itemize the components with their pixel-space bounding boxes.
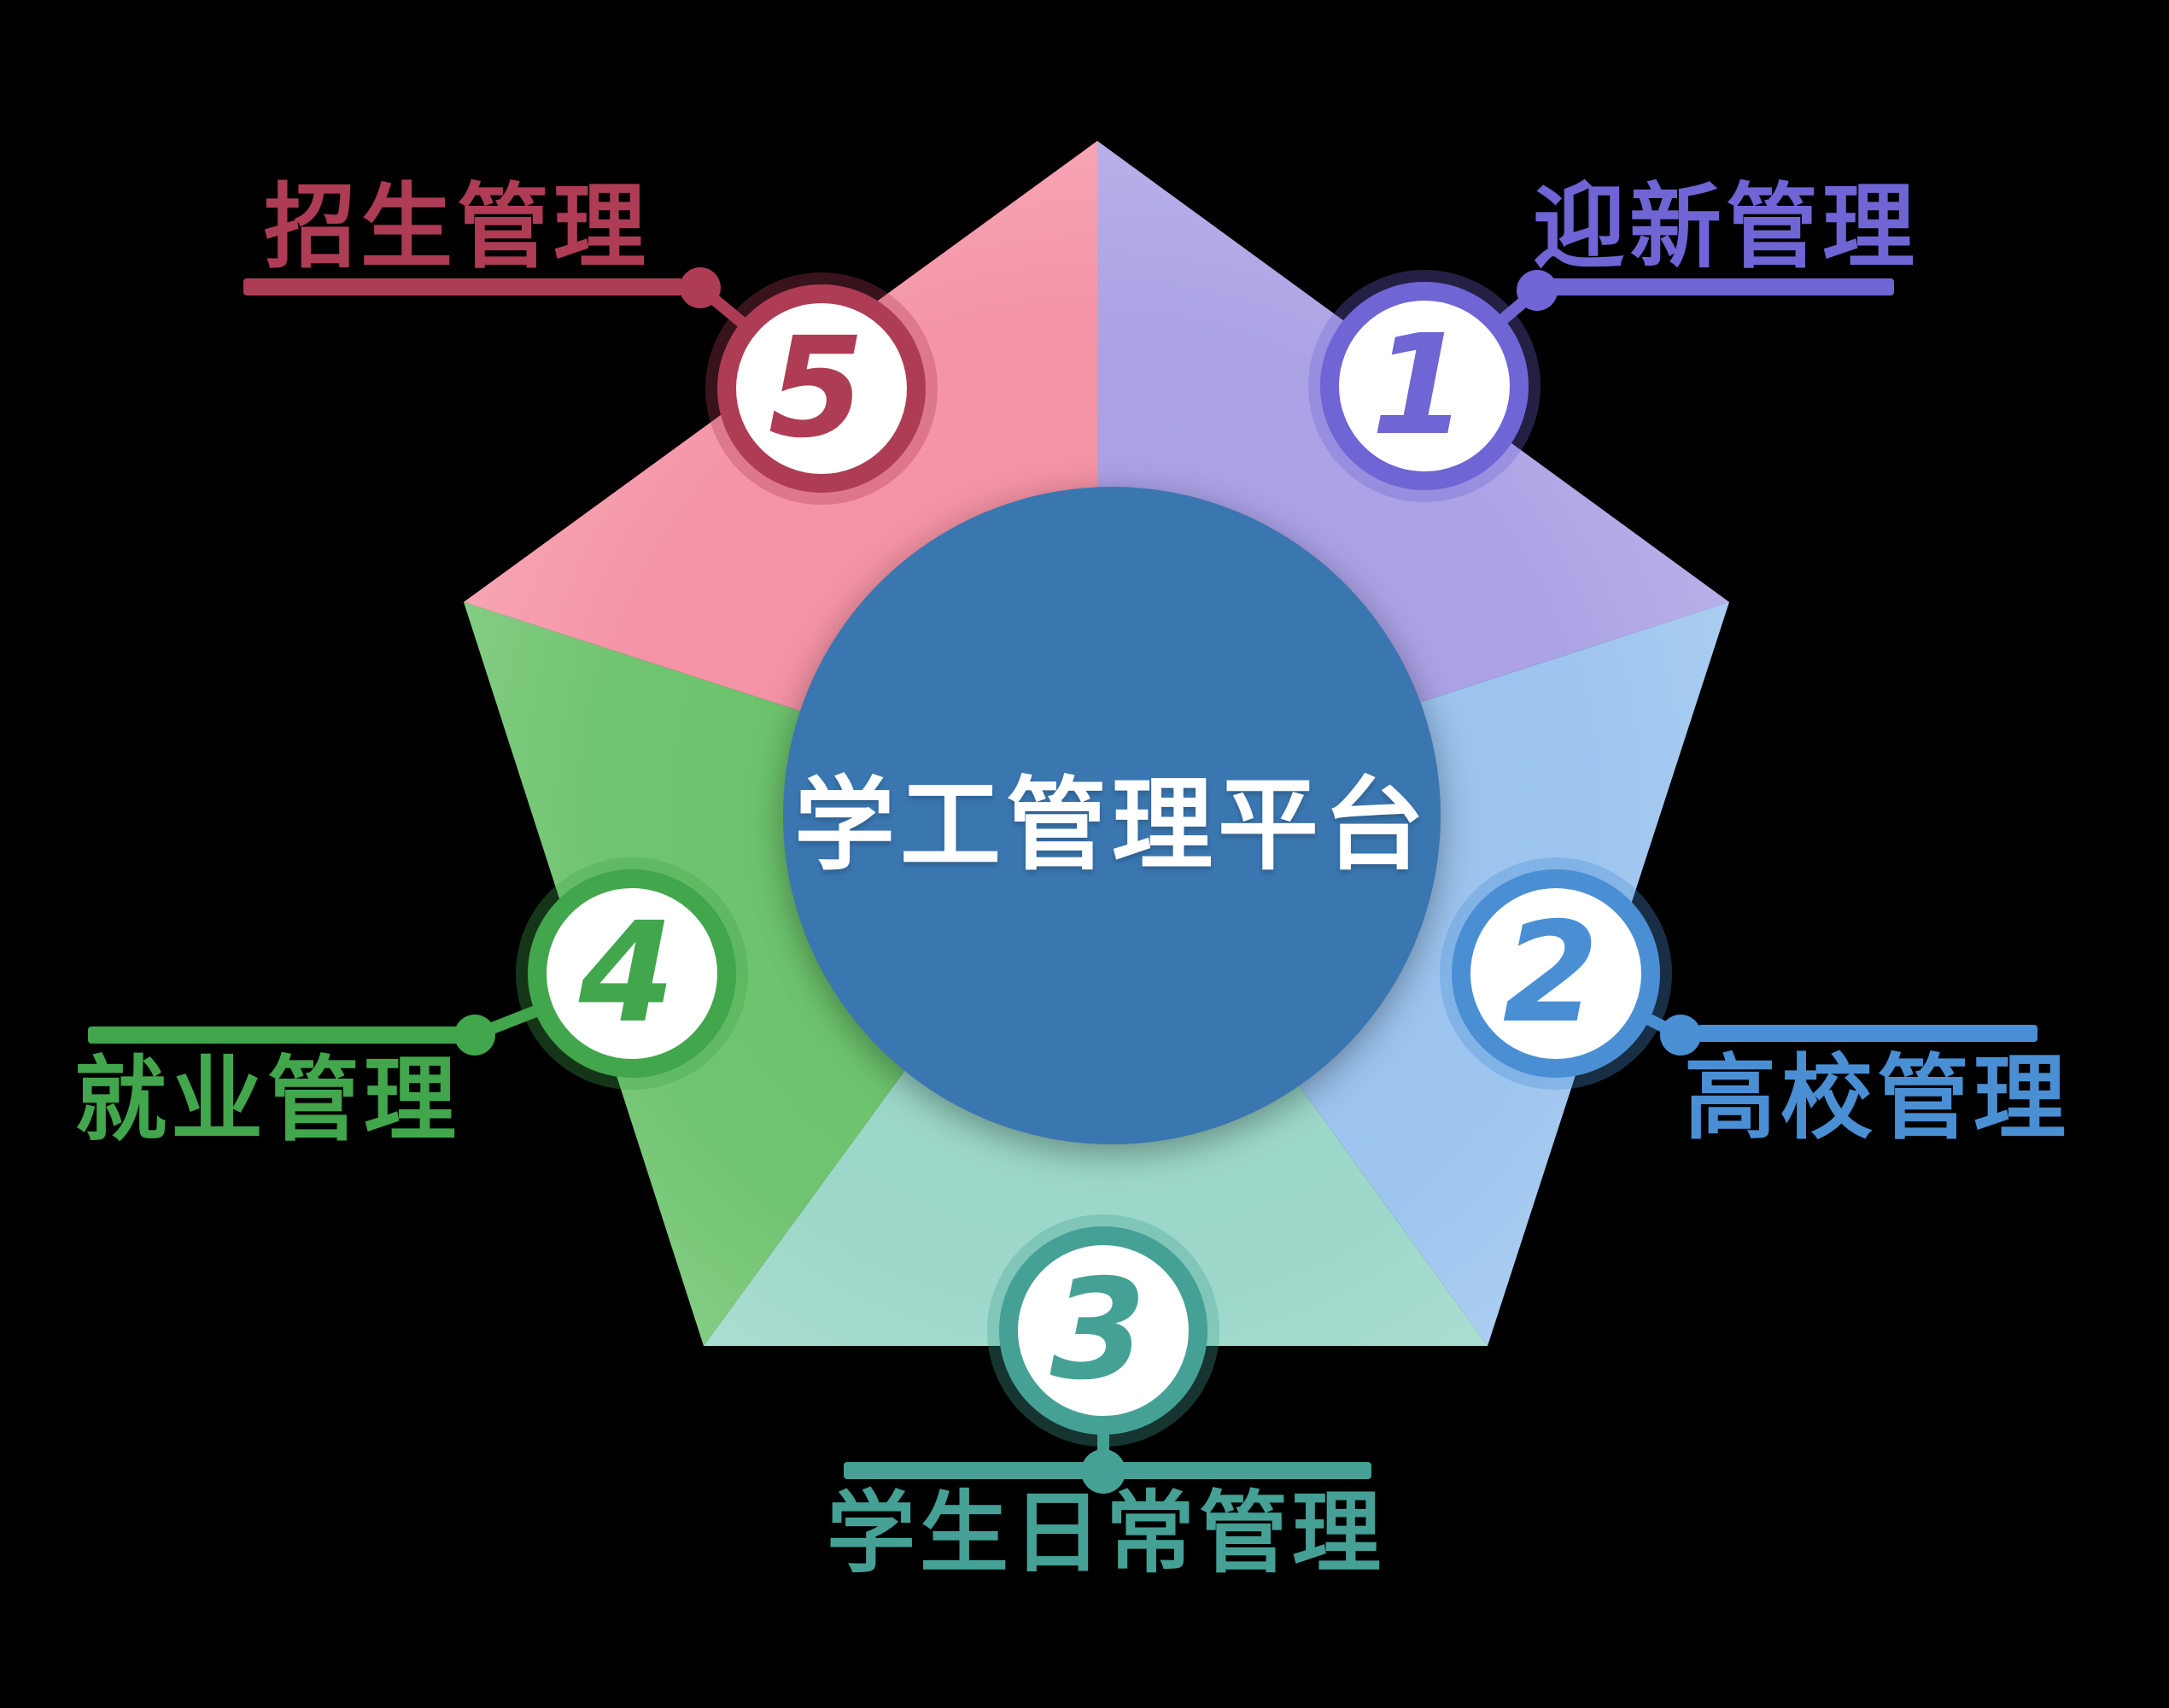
connector-dot-5: [680, 267, 721, 308]
label-topline-2: [1698, 1025, 2037, 1042]
connector-dot-2: [1660, 1015, 1701, 1056]
platform-circle: 学工管理平台: [783, 487, 1441, 1144]
step-circle-3: 3: [987, 1214, 1219, 1447]
platform-title: 学工管理平台: [793, 769, 1429, 882]
step-number-1: 1: [1371, 306, 1468, 466]
label-underline-1: [1535, 278, 1894, 295]
label-topline-3: [844, 1462, 1371, 1479]
step-number-4: 4: [578, 893, 675, 1054]
label-topline-4: [88, 1027, 465, 1044]
step-number-2: 2: [1502, 893, 1599, 1054]
label-underline-5: [243, 278, 683, 295]
label-welcome-management: 迎新管理: [1533, 175, 1920, 278]
step-number-5: 5: [768, 308, 865, 469]
connector-dot-4: [454, 1015, 495, 1056]
label-employment-management: 就业管理: [74, 1048, 461, 1151]
step-circle-1: 1: [1308, 270, 1541, 502]
step-circle-5: 5: [705, 272, 938, 505]
label-university-management: 高校管理: [1684, 1046, 2071, 1149]
step-circle-4: 4: [516, 857, 748, 1090]
step-circle-2: 2: [1440, 857, 1672, 1090]
label-student-daily-management: 学生日常管理: [826, 1484, 1385, 1583]
label-admissions-management: 招生管理: [263, 175, 650, 278]
step-number-3: 3: [1049, 1250, 1147, 1411]
